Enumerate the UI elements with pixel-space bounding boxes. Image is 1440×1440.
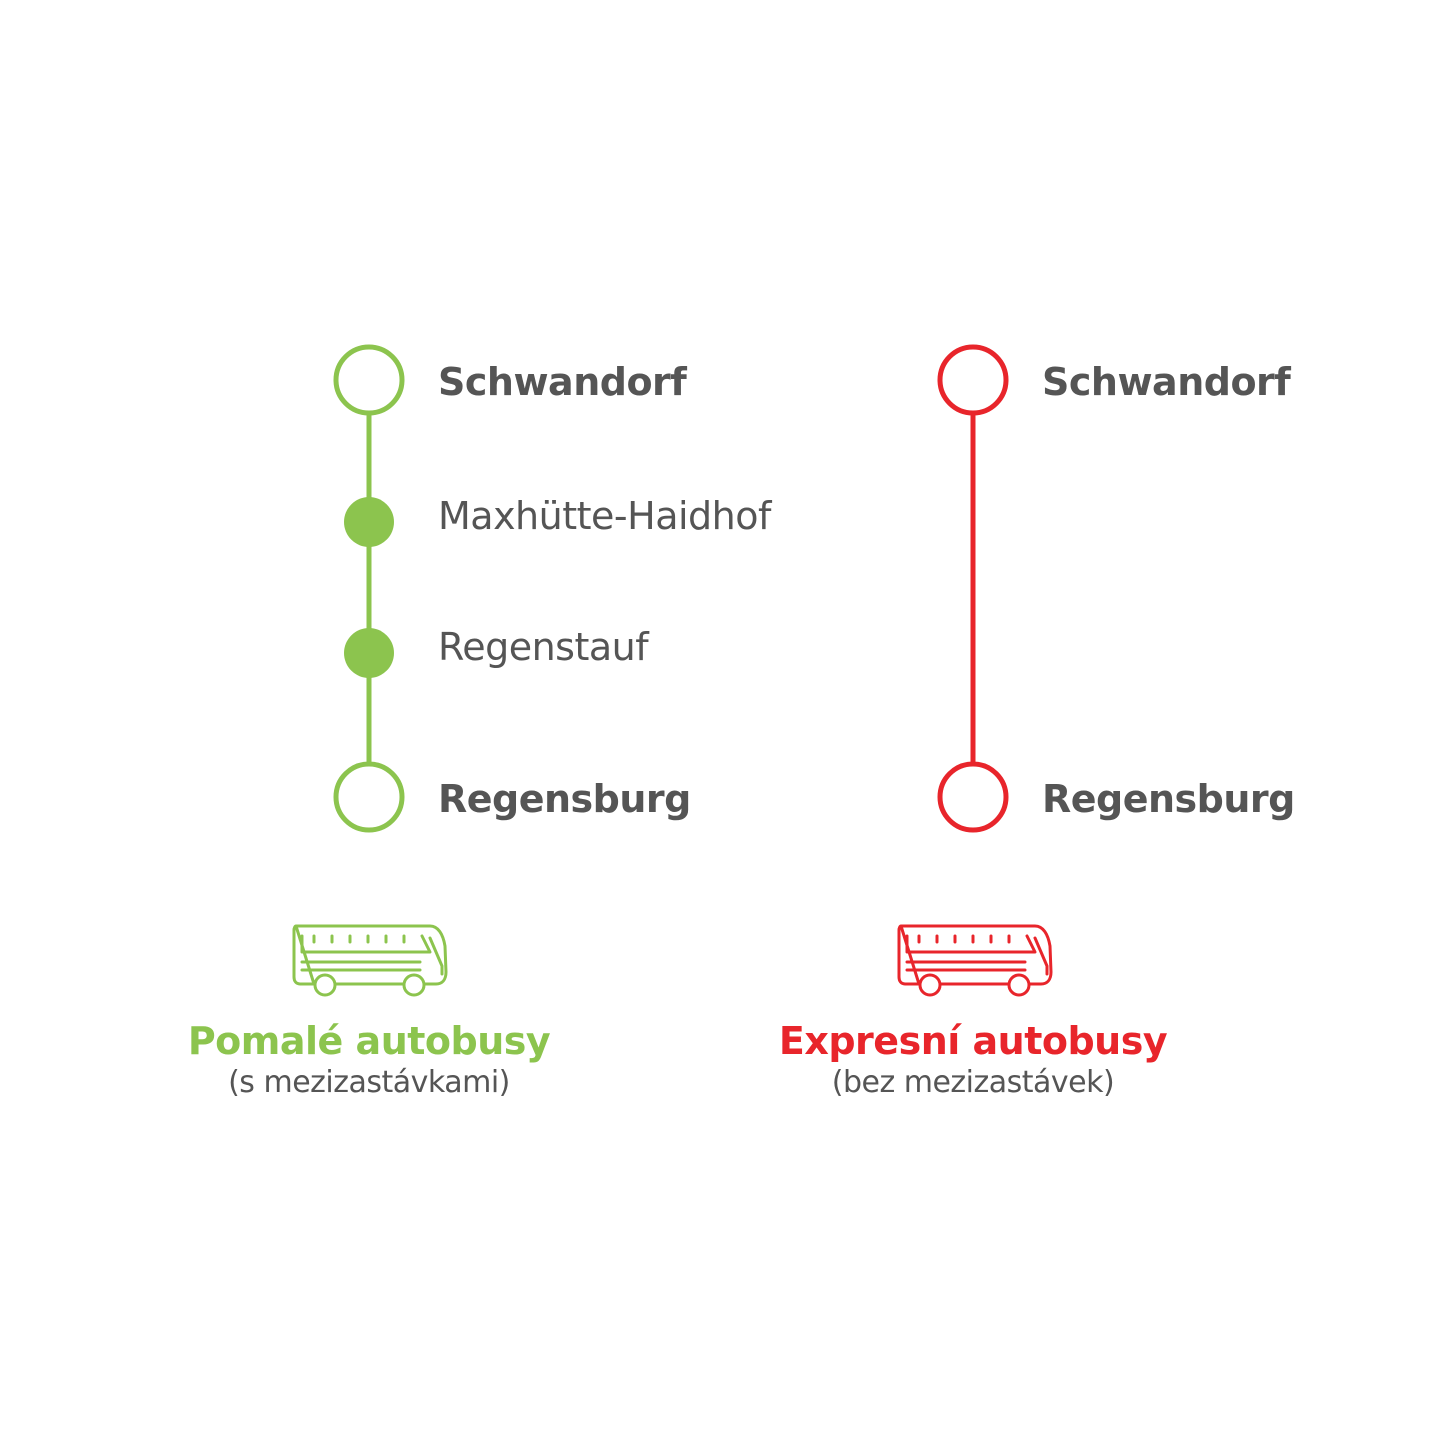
slow-stop-label-regensburg: Regensburg [438, 777, 691, 821]
slow-route [333, 344, 405, 833]
slow-stop-regensburg-marker [333, 761, 405, 833]
express-route [937, 344, 1009, 833]
slow-bus-title: Pomalé autobusy [187, 1019, 551, 1063]
slow-stop-maxhutte-marker [344, 497, 394, 547]
slow-stop-schwandorf-marker [333, 344, 405, 416]
slow-stop-label-regenstauf: Regenstauf [438, 625, 649, 669]
express-stop-label-regensburg: Regensburg [1042, 777, 1295, 821]
express-stop-label-schwandorf: Schwandorf [1042, 360, 1291, 404]
bus-icon [292, 924, 448, 997]
express-stop-regensburg-marker [937, 761, 1009, 833]
bus-icon [897, 924, 1053, 997]
slow-stop-label-schwandorf: Schwandorf [438, 360, 687, 404]
express-bus-title: Expresní autobusy [778, 1019, 1168, 1063]
express-stop-schwandorf-marker [937, 344, 1009, 416]
slow-bus-subtitle: (s mezizastávkami) [228, 1065, 510, 1100]
slow-stop-regenstauf-marker [344, 628, 394, 678]
slow-stop-label-maxhutte: Maxhütte-Haidhof [438, 494, 771, 538]
express-bus-subtitle: (bez mezizastávek) [831, 1065, 1115, 1100]
